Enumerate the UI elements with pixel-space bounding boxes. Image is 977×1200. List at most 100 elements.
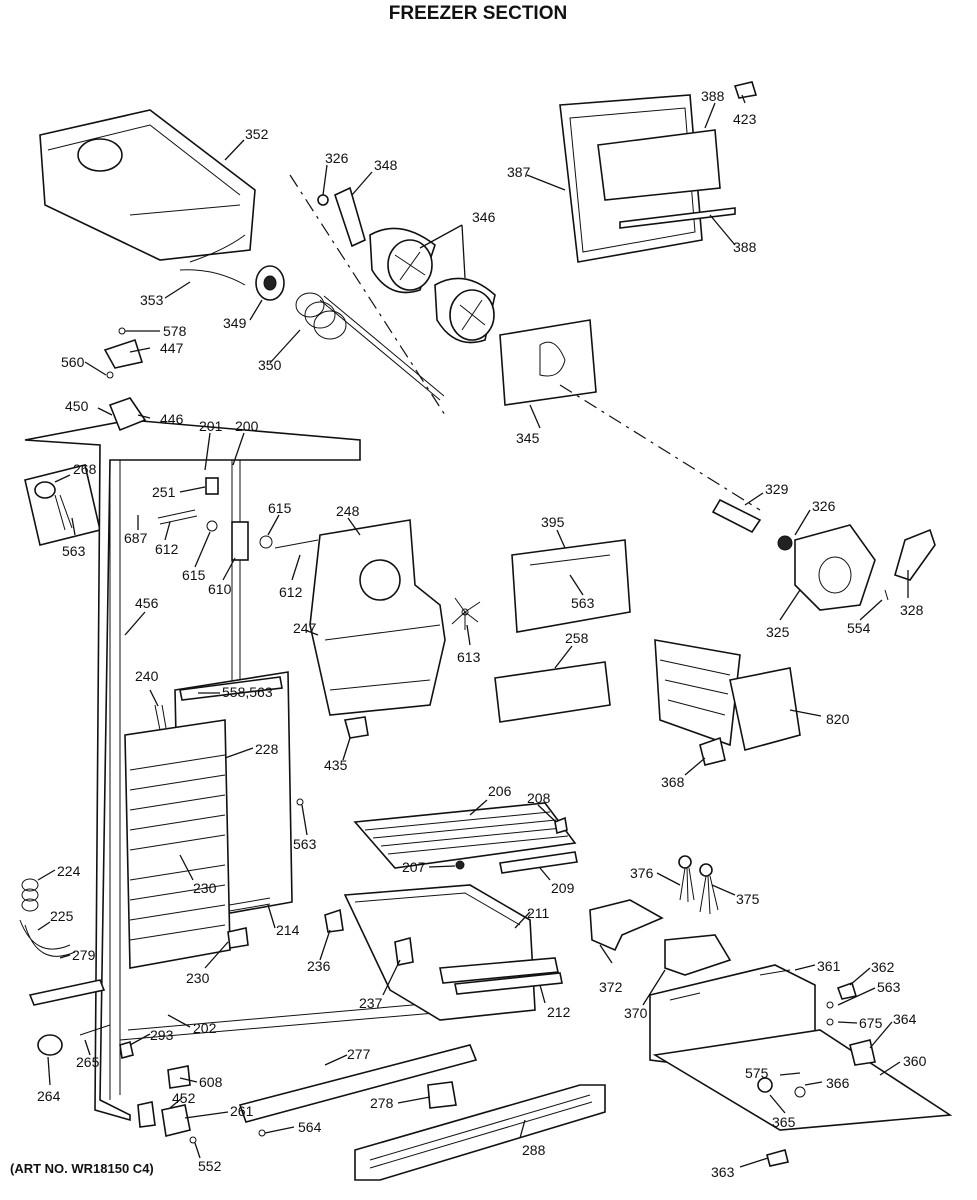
callout-395: 395 [541, 514, 565, 530]
callout-687: 687 [124, 530, 148, 546]
callout-387: 387 [507, 164, 531, 180]
grille-part [354, 1084, 606, 1181]
ice-bucket-part [39, 109, 256, 286]
callout-368: 368 [661, 774, 685, 790]
callout-279: 279 [72, 947, 96, 963]
callout-228: 228 [255, 741, 279, 757]
callout-364: 364 [893, 1011, 917, 1027]
callout-258: 258 [565, 630, 589, 646]
callout-211: 211 [527, 905, 550, 921]
evaporator-coil-part [124, 719, 231, 969]
callout-208: 208 [527, 790, 551, 806]
diagram-title: FREEZER SECTION [389, 3, 567, 24]
leader-lines [37, 94, 909, 1168]
callout-350: 350 [258, 357, 282, 373]
callout-372: 372 [599, 979, 623, 995]
callout-224: 224 [57, 863, 81, 879]
callout-201: 201 [199, 418, 223, 434]
callout-202: 202 [193, 1020, 217, 1036]
callout-230-upper: 230 [193, 880, 217, 896]
callout-613: 613 [457, 649, 481, 665]
art-number: (ART NO. WR18150 C4) [10, 1161, 154, 1176]
callout-237: 237 [359, 995, 383, 1011]
callout-446: 446 [160, 411, 184, 427]
callout-230-lower: 230 [186, 970, 210, 986]
callout-214: 214 [276, 922, 300, 938]
dispenser-door-part [559, 81, 758, 263]
callout-563-lamp: 563 [62, 543, 86, 559]
callout-820: 820 [826, 711, 850, 727]
callout-563-cover: 563 [293, 836, 317, 852]
rail-part [238, 1044, 478, 1123]
callout-225: 225 [50, 908, 74, 924]
callout-375: 375 [736, 891, 760, 907]
freezer-basket-part [343, 884, 563, 1021]
callout-563-panel: 563 [571, 595, 595, 611]
callout-560: 560 [61, 354, 85, 370]
callout-293: 293 [150, 1027, 174, 1043]
callout-376: 376 [630, 865, 654, 881]
callout-447: 447 [160, 340, 184, 356]
callout-labels: 352 326 348 346 388 423 387 388 353 349 … [37, 88, 927, 1180]
callout-552: 552 [198, 1158, 222, 1174]
callout-346: 346 [472, 209, 496, 225]
callout-362: 362 [871, 959, 895, 975]
relay-part [664, 934, 732, 976]
relay-cover-part [589, 899, 664, 952]
callout-452: 452 [172, 1090, 196, 1106]
callout-236: 236 [307, 958, 331, 974]
callout-612-right: 612 [279, 584, 303, 600]
callout-200: 200 [235, 418, 259, 434]
callout-365: 365 [772, 1114, 796, 1130]
ice-crusher-part [369, 227, 496, 344]
callout-353: 353 [140, 292, 164, 308]
mounting-plate-part [499, 319, 761, 511]
fan-blade-part [451, 597, 481, 630]
wire-harness-part [678, 855, 719, 915]
callout-363: 363 [711, 1164, 735, 1180]
callout-326: 326 [325, 150, 349, 166]
callout-610: 610 [208, 581, 232, 597]
callout-675: 675 [859, 1015, 883, 1031]
callout-345: 345 [516, 430, 540, 446]
callout-268: 268 [73, 461, 97, 477]
callout-388-upper: 388 [701, 88, 725, 104]
callout-360: 360 [903, 1053, 927, 1069]
callout-206: 206 [488, 783, 512, 799]
callout-352: 352 [245, 126, 269, 142]
callout-612-left: 612 [155, 541, 179, 557]
callout-370: 370 [624, 1005, 648, 1021]
callout-240: 240 [135, 668, 159, 684]
auger-assembly-part [255, 174, 446, 416]
callout-564: 564 [298, 1119, 322, 1135]
callout-328: 328 [900, 602, 924, 618]
control-panel-part [511, 539, 631, 633]
callout-423: 423 [733, 111, 757, 127]
callout-278: 278 [370, 1095, 394, 1111]
callout-349: 349 [223, 315, 247, 331]
callout-261: 261 [230, 1103, 254, 1119]
callout-558-563: 558,563 [222, 684, 273, 700]
icemaker-part [654, 639, 801, 751]
callout-247: 247 [293, 620, 317, 636]
callout-563-compartment: 563 [877, 979, 901, 995]
callout-326-right: 326 [812, 498, 836, 514]
callout-207: 207 [402, 859, 426, 875]
callout-578: 578 [163, 323, 187, 339]
callout-450: 450 [65, 398, 89, 414]
machine-compartment-part [649, 964, 953, 1131]
callout-615-lower: 615 [182, 567, 206, 583]
callout-329: 329 [765, 481, 789, 497]
callout-212: 212 [547, 1004, 571, 1020]
callout-615-upper: 615 [268, 500, 292, 516]
callout-366: 366 [826, 1075, 850, 1091]
callout-277: 277 [347, 1046, 371, 1062]
lamp-socket-part [24, 464, 101, 546]
callout-248: 248 [336, 503, 360, 519]
callout-608: 608 [199, 1074, 223, 1090]
callout-361: 361 [817, 958, 841, 974]
callout-209: 209 [551, 880, 575, 896]
callout-554: 554 [847, 620, 871, 636]
